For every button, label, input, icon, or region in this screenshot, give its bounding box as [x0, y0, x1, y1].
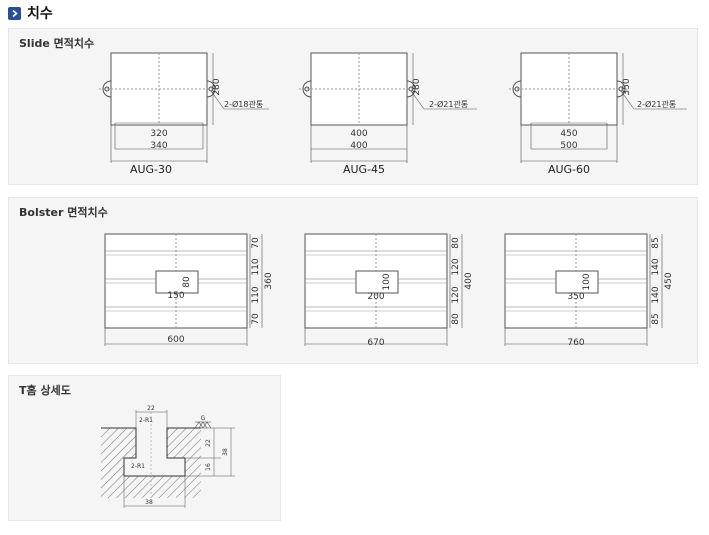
bolster-width-1: 600	[167, 335, 184, 345]
section-header: 치수	[8, 3, 53, 23]
tslot-bottom-width: 38	[145, 499, 153, 506]
bolster-panel-title: Bolster 면적치수	[19, 206, 108, 219]
slide-drawings: 320 340 280 2-Ø18관통 AUG-30 400 400 280 2…	[99, 52, 687, 176]
slide-height-aug-30: 280	[212, 78, 222, 95]
bolster-center-h-1: 80	[182, 276, 192, 288]
bolster-seg2-1: 110	[251, 258, 261, 275]
tslot-head-depth: 16	[205, 463, 212, 471]
slide-width2-aug-45: 400	[350, 141, 367, 151]
bolster-seg4-1: 70	[251, 313, 261, 325]
bolster-height-3: 450	[664, 272, 674, 289]
bolster-center-h-3: 100	[582, 273, 592, 290]
bolster-drawing-1	[104, 233, 263, 346]
bolster-height-1: 360	[264, 272, 274, 289]
tslot-finish-mark: G	[201, 415, 206, 422]
section-title: 치수	[27, 6, 53, 22]
slide-width2-aug-30: 340	[150, 141, 167, 151]
bolster-height-2: 400	[464, 272, 474, 289]
tslot-panel: T홈 상세도 22 2-R1 2-R1 G 22 16 38	[8, 375, 281, 521]
bolster-seg3-1: 110	[251, 286, 261, 303]
slide-height-aug-45: 280	[412, 78, 422, 95]
bolster-width-2: 670	[367, 338, 384, 348]
bolster-seg4-2: 80	[451, 313, 461, 325]
slide-height-aug-60: 350	[622, 78, 632, 95]
slide-width2-aug-60: 500	[560, 141, 577, 151]
slide-hole-aug-45: 2-Ø21관통	[429, 99, 468, 109]
bolster-seg2-2: 120	[451, 258, 461, 275]
bolster-center-w-3: 350	[567, 292, 584, 302]
slide-width1-aug-30: 320	[150, 129, 167, 139]
bolster-seg4-3: 85	[651, 313, 661, 324]
tslot-bottom-radius: 2-R1	[131, 463, 145, 470]
bolster-center-w-2: 200	[367, 292, 384, 302]
slide-panel: Slide 면적치수 320 340 280 2-Ø18관통 AUG-30	[8, 28, 698, 185]
bolster-drawing-3	[504, 233, 663, 346]
bolster-center-w-1: 150	[167, 291, 184, 301]
tslot-panel-title: T홈 상세도	[19, 384, 71, 397]
slide-drawing-aug-45	[299, 52, 477, 163]
bolster-seg3-3: 140	[651, 286, 661, 303]
arrow-right-icon	[8, 6, 21, 20]
slide-hole-aug-30: 2-Ø18관통	[224, 99, 263, 109]
bolster-width-3: 760	[567, 338, 584, 348]
tslot-neck-depth: 22	[205, 439, 212, 447]
bolster-seg1-1: 70	[251, 237, 261, 249]
bolster-center-h-2: 100	[382, 273, 392, 290]
slide-model-aug-30: AUG-30	[130, 163, 172, 176]
tslot-top-radius: 2-R1	[139, 417, 153, 424]
tslot-total-depth: 38	[222, 448, 229, 456]
bolster-seg1-2: 80	[451, 237, 461, 249]
slide-hole-aug-60: 2-Ø21관통	[637, 99, 676, 109]
slide-drawing-aug-60	[509, 52, 687, 163]
slide-width1-aug-60: 450	[560, 129, 577, 139]
tslot-drawing: 22 2-R1 2-R1 G 22 16 38 38	[101, 405, 235, 508]
slide-panel-title: Slide 면적치수	[19, 37, 95, 50]
bolster-drawings: 70 110 110 70 360 80 150 600 80 120 120 …	[104, 233, 674, 348]
bolster-panel: Bolster 면적치수 70 110 110 70 360 80 150 60…	[8, 197, 698, 364]
bolster-seg3-2: 120	[451, 286, 461, 303]
slide-width1-aug-45: 400	[350, 129, 367, 139]
slide-model-aug-60: AUG-60	[548, 163, 590, 176]
bolster-seg1-3: 85	[651, 237, 661, 248]
slide-model-aug-45: AUG-45	[343, 163, 385, 176]
bolster-seg2-3: 140	[651, 258, 661, 275]
tslot-top-width: 22	[147, 405, 155, 412]
slide-drawing-aug-30	[99, 52, 269, 163]
bolster-drawing-2	[304, 233, 463, 346]
